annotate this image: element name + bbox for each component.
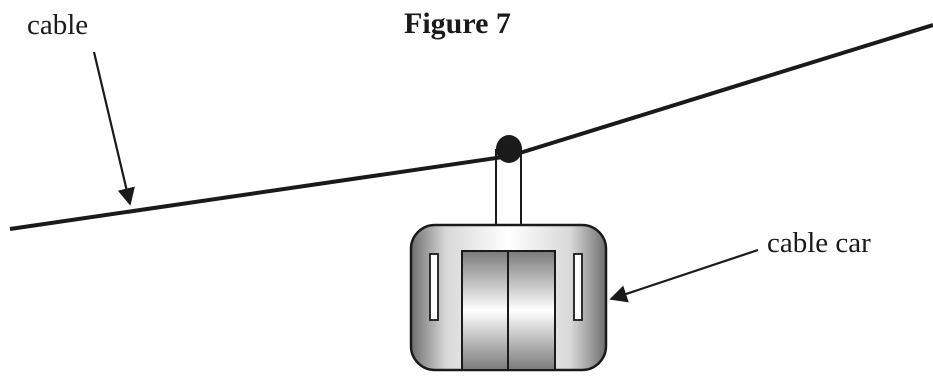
cable-car-pointer-arrow — [609, 248, 759, 303]
cable-label: cable — [27, 9, 89, 41]
cable-pointer-arrow — [92, 51, 135, 206]
pulley-wheel — [496, 135, 522, 163]
right-window — [573, 253, 583, 321]
cable-line — [9, 23, 933, 231]
cable-car-label: cable car — [767, 227, 871, 259]
left-window — [429, 253, 439, 321]
figure-title: Figure 7 — [404, 7, 511, 40]
